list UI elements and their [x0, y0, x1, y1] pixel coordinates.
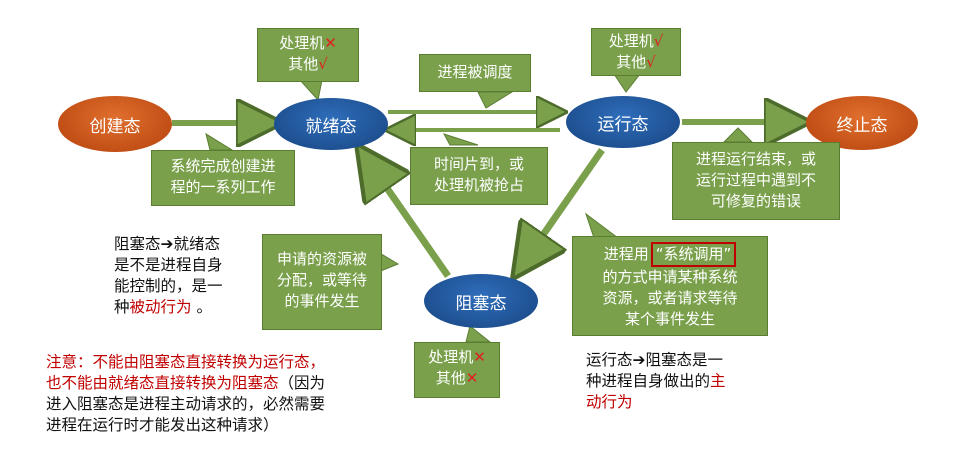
note-create-work: 系统完成创建进 程的一系列工作 — [151, 150, 295, 206]
check-icon: √ — [653, 32, 664, 50]
state-blocked: 阻塞态 — [424, 274, 538, 328]
syscall-line-4: 某个事件发生 — [624, 310, 715, 328]
finish-line-2: 运行过程中遇到不 — [695, 171, 816, 189]
note-timeslice: 时间片到，或 处理机被抢占 — [410, 147, 548, 205]
state-blocked-label: 阻塞态 — [455, 293, 507, 314]
note-running-status: 处理机√ 其他√ — [591, 28, 681, 76]
dispatch-text: 进程被调度 — [437, 63, 513, 81]
note-finish: 进程运行结束，或 运行过程中遇到不 可修复的错误 — [672, 142, 840, 220]
rb-l1a: 运行态 — [586, 351, 633, 369]
bt-l3: 能控制的，是一 — [114, 277, 223, 295]
blocked-cpu-label: 处理机 — [428, 348, 474, 366]
state-ready: 就绪态 — [274, 98, 388, 150]
state-running-label: 运行态 — [597, 114, 649, 135]
state-terminated: 终止态 — [806, 96, 918, 150]
state-terminated-label: 终止态 — [836, 115, 888, 136]
cross-icon: ✕ — [473, 348, 486, 366]
arrow-right-icon: ➔ — [632, 351, 646, 369]
callout-tail-blocked-status — [465, 325, 492, 343]
ready-cpu-label: 处理机 — [279, 34, 325, 52]
running-other-label: 其他 — [616, 53, 647, 71]
note-ready-status: 处理机✕ 其他√ — [257, 28, 359, 82]
running-cpu-label: 处理机 — [608, 32, 654, 50]
syscall-prefix: 进程用 — [603, 245, 649, 263]
arrow-blocked-to-ready — [364, 155, 451, 278]
bt-l1: 阻塞态 — [114, 235, 161, 253]
callout-tail-ready-status — [298, 79, 323, 102]
bt-l4a: 种 — [114, 298, 130, 316]
timeslice-line-2: 处理机被抢占 — [433, 176, 524, 194]
note-syscall: 进程用“系统调用” 的方式申请某种系统 资源，或者请求等待 某个事件发生 — [572, 236, 768, 336]
resource-line-3: 的事件发生 — [284, 292, 360, 310]
timeslice-line-1: 时间片到，或 — [433, 155, 524, 173]
notice-l2a: 也不能由就绪态直接转换为阻塞态 — [46, 374, 279, 392]
create-work-line-1: 系统完成创建进 — [170, 157, 276, 175]
check-icon: √ — [318, 55, 328, 73]
note-dispatch: 进程被调度 — [419, 54, 531, 92]
arrow-right-icon: ➔ — [160, 235, 174, 253]
callout-tail-timeslice — [442, 133, 479, 146]
callout-tail-syscall — [585, 212, 620, 239]
rb-l2b: 主 — [710, 372, 726, 390]
callout-tail-running-status — [613, 73, 642, 93]
text-blocked-to-ready: 阻塞态➔就绪态 是不是进程自身 能控制的，是一 种被动行为 。 — [114, 234, 223, 318]
state-create: 创建态 — [58, 96, 172, 152]
notice-l4: 进程在运行时才能发出这种请求） — [46, 416, 279, 434]
state-running: 运行态 — [566, 96, 680, 148]
blocked-other-label: 其他 — [435, 369, 466, 387]
resource-line-2: 分配，或等待 — [276, 271, 367, 289]
cross-icon: ✕ — [465, 369, 479, 387]
rb-l2a: 种进程自身做出的 — [586, 372, 711, 390]
callout-tail-finish — [722, 127, 754, 143]
rb-l3: 动行为 — [586, 393, 633, 411]
syscall-line-2: 的方式申请某种系统 — [602, 268, 738, 286]
ready-other-label: 其他 — [288, 55, 319, 73]
note-blocked-status: 处理机✕ 其他✕ — [414, 342, 500, 398]
syscall-line-3: 资源，或者请求等待 — [602, 289, 738, 307]
arrow-running-to-blocked — [520, 148, 605, 268]
bt-l2: 是不是进程自身 — [114, 256, 223, 274]
check-icon: √ — [646, 53, 656, 71]
syscall-highlight: “系统调用” — [650, 242, 737, 267]
notice-l2b: （因为 — [278, 374, 326, 392]
callout-tail-create-work — [205, 132, 234, 151]
bt-l4c: 。 — [191, 298, 212, 316]
notice-l1: 注意：不能由阻塞态直接转换为运行态， — [46, 353, 326, 371]
finish-line-1: 进程运行结束，或 — [695, 150, 816, 168]
bt-l4b: 被动行为 — [129, 298, 192, 316]
state-create-label: 创建态 — [89, 116, 141, 137]
bt-l1b: 就绪态 — [173, 235, 221, 253]
create-work-line-2: 程的一系列工作 — [170, 178, 276, 196]
finish-line-3: 可修复的错误 — [710, 192, 801, 210]
callout-tail-dispatch — [477, 91, 514, 109]
notice-l3: 进入阻塞态是进程主动请求的，必然需要 — [46, 395, 326, 413]
note-resource-allocated: 申请的资源被 分配，或等待 的事件发生 — [262, 234, 382, 330]
resource-line-1: 申请的资源被 — [276, 250, 367, 268]
cross-icon: ✕ — [324, 34, 337, 52]
rb-l1b: 阻塞态是一 — [645, 351, 724, 369]
text-notice: 注意：不能由阻塞态直接转换为运行态， 也不能由就绪态直接转换为阻塞态（因为 进入… — [46, 352, 325, 436]
text-running-to-blocked: 运行态➔阻塞态是一 种进程自身做出的主 动行为 — [586, 350, 726, 413]
state-ready-label: 就绪态 — [305, 116, 357, 137]
